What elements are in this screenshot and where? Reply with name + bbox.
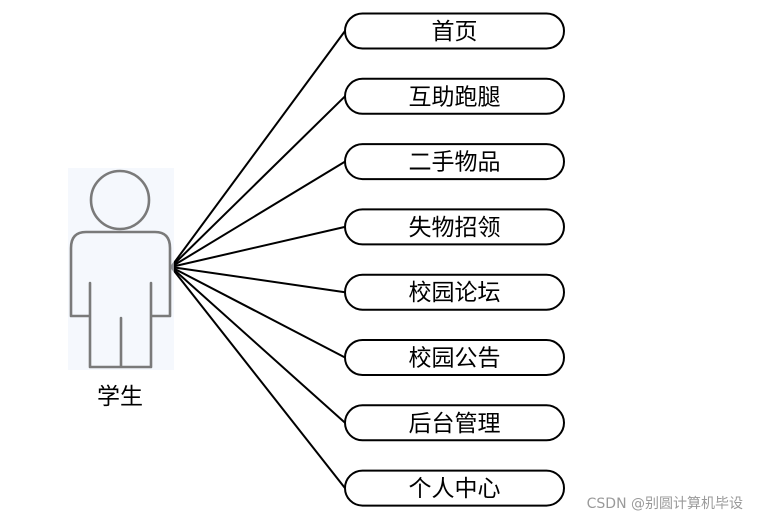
use-case: 首页 xyxy=(344,12,565,50)
use-case: 失物招领 xyxy=(344,208,565,246)
use-case-label: 失物招领 xyxy=(409,215,501,241)
use-case: 互助跑腿 xyxy=(344,77,565,115)
association-line xyxy=(170,160,346,268)
use-case-label: 首页 xyxy=(432,19,478,45)
use-case-shape xyxy=(344,469,565,507)
use-case-label: 后台管理 xyxy=(409,411,501,437)
association-line xyxy=(170,95,346,268)
use-case-label: 二手物品 xyxy=(409,150,501,176)
use-case-label: 个人中心 xyxy=(409,476,501,502)
actor-label: 学生 xyxy=(97,384,143,410)
watermark: CSDN @别圆计算机毕设 xyxy=(586,496,743,512)
use-case-shape xyxy=(344,404,565,442)
use-case-shape xyxy=(344,273,565,311)
use-case: 个人中心 xyxy=(344,469,565,507)
use-case: 校园论坛 xyxy=(344,273,565,311)
association-line xyxy=(170,30,346,268)
use-case-shape xyxy=(344,208,565,246)
association-line xyxy=(170,266,346,489)
use-case: 校园公告 xyxy=(344,339,565,376)
person-icon xyxy=(69,169,172,369)
use-case-shape xyxy=(344,339,565,376)
association-line xyxy=(170,266,346,294)
use-case-label: 校园公告 xyxy=(409,346,501,372)
actor-student: 学生 xyxy=(68,168,174,410)
association-line xyxy=(170,266,346,359)
use-case-shape xyxy=(344,143,565,181)
association-line xyxy=(170,266,346,424)
association-line xyxy=(170,225,346,268)
use-case: 后台管理 xyxy=(344,404,565,442)
use-case: 二手物品 xyxy=(344,143,565,181)
use-case-shape xyxy=(344,12,565,50)
use-case-shape xyxy=(344,77,565,115)
use-case-label: 校园论坛 xyxy=(409,280,501,306)
use-case-label: 互助跑腿 xyxy=(409,84,501,110)
association-lines xyxy=(170,30,346,489)
